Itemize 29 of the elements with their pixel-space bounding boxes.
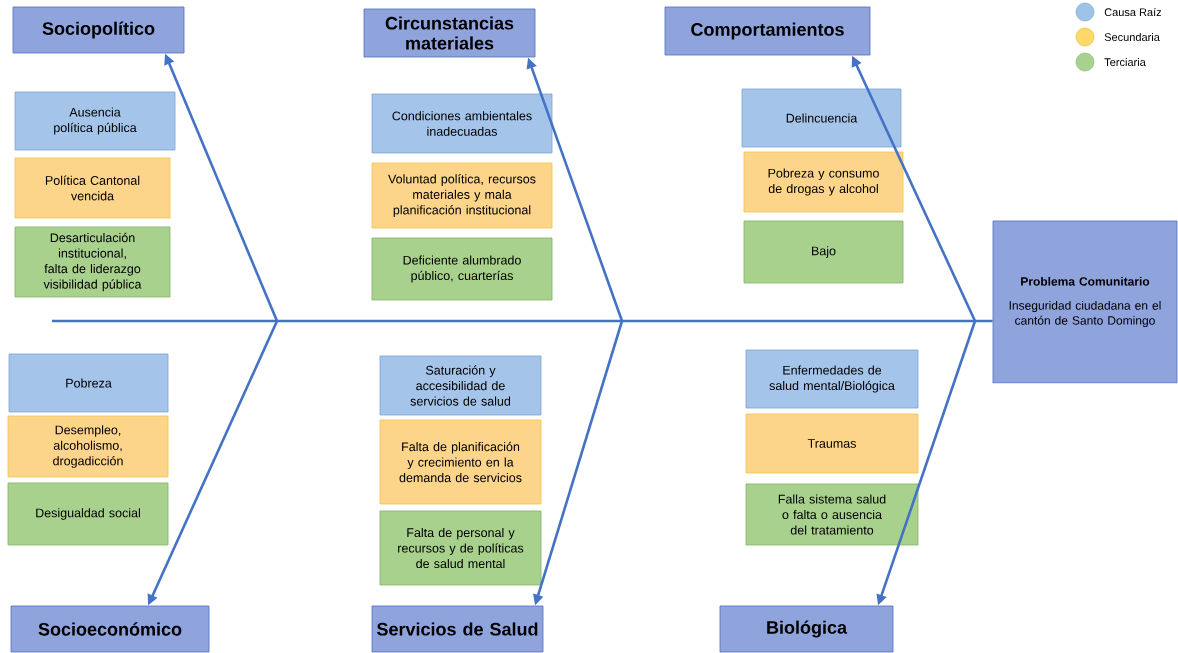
category-box: Sociopolítico: [12, 6, 185, 54]
problem-box: Problema Comunitario Inseguridad ciudadana en el cantón de Santo Domingo: [992, 220, 1178, 384]
cause-box: Pobreza: [8, 353, 169, 413]
cause-box: Enfermedades de salud mental/Biológica: [745, 349, 919, 409]
cause-box: Falta de planificación y crecimiento en la demanda de servicios: [379, 419, 542, 505]
cause-box: Desarticulación institucional, falta de liderazgo visibilidad pública: [14, 226, 171, 298]
legend-label: Terciaria: [1104, 57, 1146, 67]
category-box: Servicios de Salud: [371, 605, 544, 653]
cause-box: Voluntad política, recursos materiales y mala planificación institucional: [371, 162, 553, 229]
category-box: Circunstancias materiales: [363, 8, 536, 58]
spine-line: [52, 319, 993, 323]
cause-box: Desempleo, alcoholismo, drogadicción: [7, 415, 169, 478]
cause-box: Delincuencia: [741, 88, 902, 148]
legend-label: Causa Raíz: [1104, 7, 1162, 17]
cause-box: Pobreza y consumo de drogas y alcohol: [743, 151, 904, 213]
cause-box: Bajo: [743, 220, 904, 284]
cause-box: Deficiente alumbrado público, cuarterías: [371, 237, 553, 301]
category-box: Comportamientos: [664, 6, 871, 56]
cause-box: Traumas: [745, 413, 919, 474]
category-box: Socioeconómico: [10, 605, 210, 653]
cause-box: Saturación y accesibilidad de servicios de salud: [379, 355, 542, 416]
cause-box: Política Cantonal vencida: [14, 157, 171, 219]
cause-box: Desigualdad social: [7, 482, 169, 546]
cause-box: Falla sistema salud o falta o ausencia del tratamiento: [745, 483, 919, 546]
cause-box: Condiciones ambientales inadecuadas: [371, 93, 553, 154]
category-box: Biológica: [719, 605, 894, 653]
cause-box: Falta de personal y recursos y de políticas de salud mental: [379, 510, 542, 586]
cause-box: Ausencia política pública: [14, 91, 176, 151]
legend-label: Secundaria: [1104, 32, 1160, 42]
